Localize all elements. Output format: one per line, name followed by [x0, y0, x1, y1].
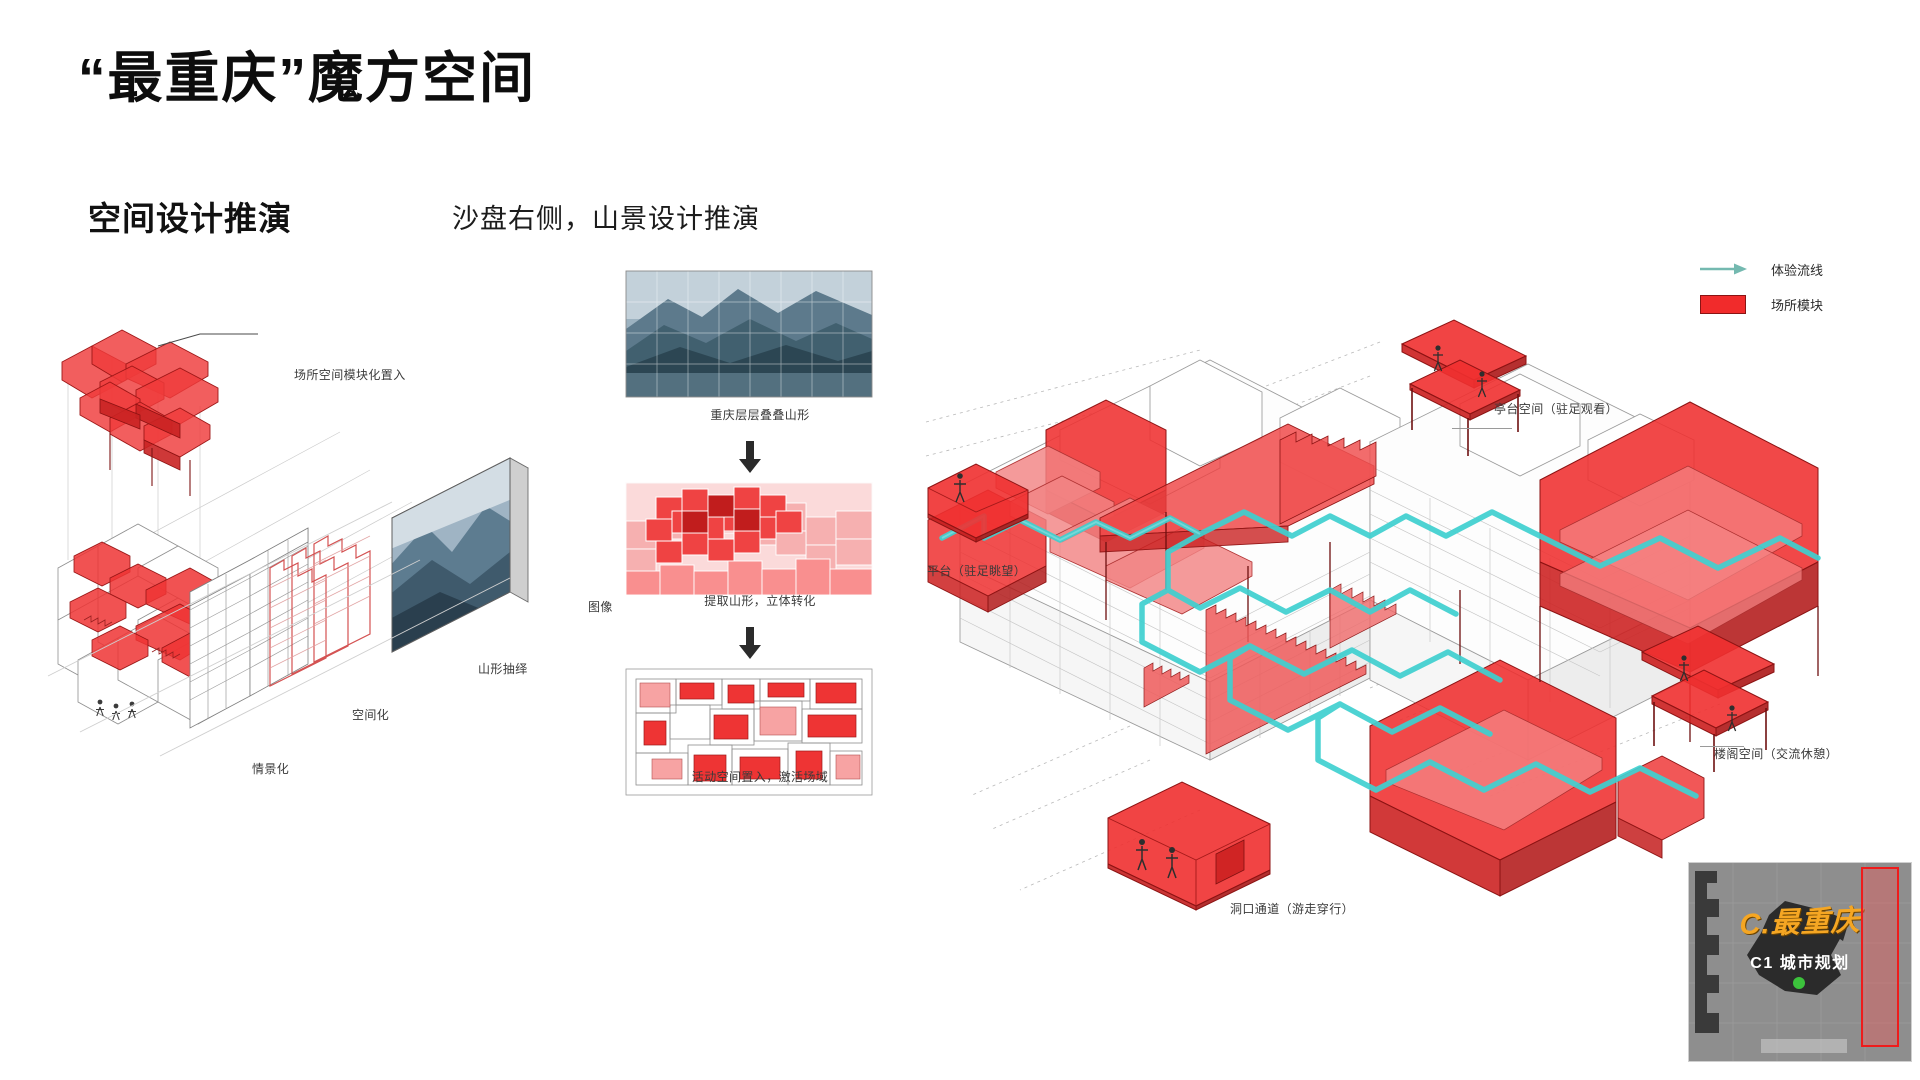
mid-process-svg	[625, 270, 873, 796]
callout-model-loft	[1628, 622, 1788, 772]
leader-pavilion	[1452, 428, 1512, 429]
legend-label-flow: 体验流线	[1771, 262, 1824, 278]
caption-image: 图像	[588, 600, 613, 614]
caption-passage: 洞口通道（游走穿行）	[1230, 902, 1355, 916]
caption-platform: 平台（驻足眺望）	[927, 564, 1027, 578]
caption-step-2: 提取山形，立体转化	[704, 594, 816, 608]
mountain-photo	[625, 270, 873, 398]
navigator-thumbnail[interactable]: C.最重庆 C1 城市规划	[1688, 862, 1912, 1062]
left-annotation-leader	[157, 333, 258, 347]
navigator-chapter-label: C.最重庆	[1739, 904, 1861, 942]
callout-model-passage	[1098, 770, 1283, 911]
leader-loft	[1700, 746, 1744, 747]
image-plane	[391, 457, 529, 653]
human-figures	[95, 699, 135, 714]
ground-guides	[47, 501, 511, 757]
legend-item-flow: 体验流线	[1695, 256, 1823, 282]
human-figure-icon	[1679, 655, 1737, 732]
human-figure-icon	[954, 473, 966, 503]
legend: 体验流线 场所模块	[1695, 256, 1823, 326]
page-title: “最重庆”魔方空间	[78, 47, 537, 109]
legend-item-module: 场所模块	[1695, 291, 1823, 317]
right-axonometric-svg	[925, 341, 1821, 897]
left-axonometric-svg	[47, 329, 529, 757]
navigator-section-label: C1 城市规划	[1750, 955, 1850, 972]
callout-model-platform	[920, 452, 1050, 543]
caption-module-insertion: 场所空间模块化置入	[294, 368, 406, 382]
pixelated-mountain	[625, 482, 873, 596]
spatialization-wall	[189, 527, 309, 729]
legend-label-module: 场所模块	[1771, 297, 1824, 313]
human-figure-icon	[1433, 345, 1487, 398]
navigator-highlight-region[interactable]	[1861, 867, 1899, 1047]
process-arrow	[739, 441, 761, 659]
right-axonometric-stage	[900, 290, 1920, 990]
navigator-current-dot	[1793, 977, 1805, 989]
central-staircase	[1143, 604, 1367, 755]
module-swatch-icon	[1695, 294, 1751, 314]
module-cluster-upper	[61, 329, 219, 496]
activity-plan	[625, 668, 873, 796]
caption-step-1: 重庆层层叠叠山形	[710, 408, 810, 422]
flow-arrow-icon	[1695, 262, 1751, 276]
section-title: 空间设计推演	[88, 200, 292, 237]
caption-scenario: 情景化	[252, 762, 290, 776]
section-subtitle: 沙盘右侧，山景设计推演	[452, 204, 760, 234]
left-diagram-stage	[40, 320, 660, 840]
callout-model-pavilion	[1390, 318, 1540, 458]
caption-spatialization: 空间化	[352, 708, 390, 722]
mountain-abstraction-screens	[269, 534, 371, 687]
caption-loft: 楼阁空间（交流休憩）	[1714, 747, 1839, 761]
caption-mountain-abstraction: 山形抽绎	[478, 662, 528, 676]
caption-pavilion: 亭台空间（驻足观看）	[1494, 402, 1619, 416]
program-modules	[927, 399, 1819, 897]
navigator-map-graphic	[1689, 863, 1911, 1061]
caption-step-3: 活动空间置入，激活场域	[691, 770, 829, 784]
human-figure-icon	[1136, 839, 1178, 879]
mid-process-stage	[610, 255, 910, 815]
